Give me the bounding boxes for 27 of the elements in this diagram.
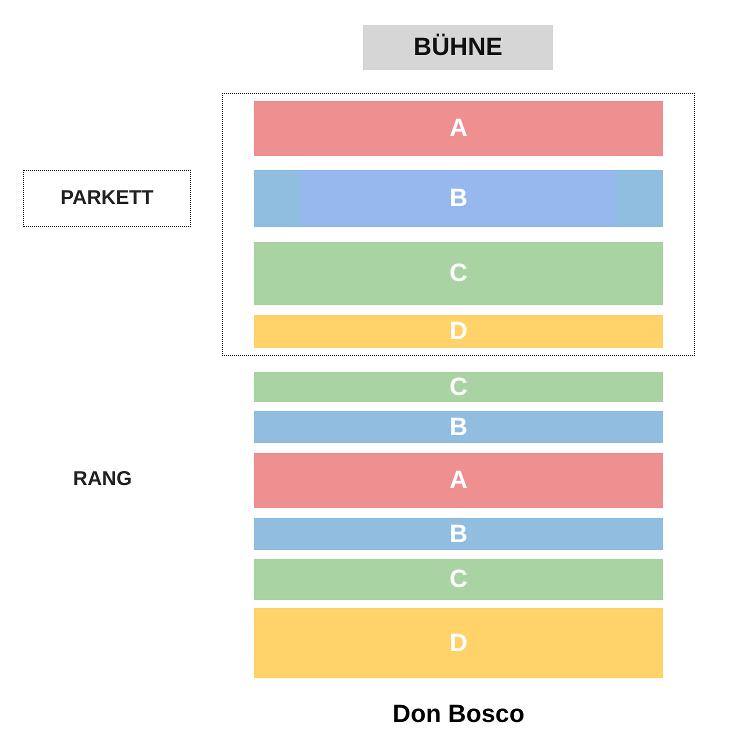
section-label [23,170,191,227]
row-letter: A [449,114,468,143]
seat-row [254,559,663,600]
row-letter: PARKETT [60,187,154,210]
row-letter: B [449,184,468,213]
row-letter: B [449,412,468,442]
parkett-area [222,93,695,356]
row-letter: B [449,520,468,548]
seat-row [254,315,663,348]
seat-row [254,453,663,508]
seat-row [254,101,663,156]
seat-row [254,411,663,443]
row-letter: D [449,317,468,346]
seat-row [254,170,663,227]
row-letter: BÜHNE [414,33,502,62]
row-letter: D [449,628,468,658]
row-letter: C [449,565,468,594]
venue-caption: Don Bosco [392,700,526,729]
seat-row [254,372,663,402]
seat-row [254,242,663,305]
row-letter: A [449,466,468,495]
section-label: RANG [73,468,132,491]
row-letter: C [449,259,468,288]
seat-row [254,608,663,678]
stage-box [363,25,553,70]
seat-row [254,518,663,550]
row-letter: C [449,372,468,402]
